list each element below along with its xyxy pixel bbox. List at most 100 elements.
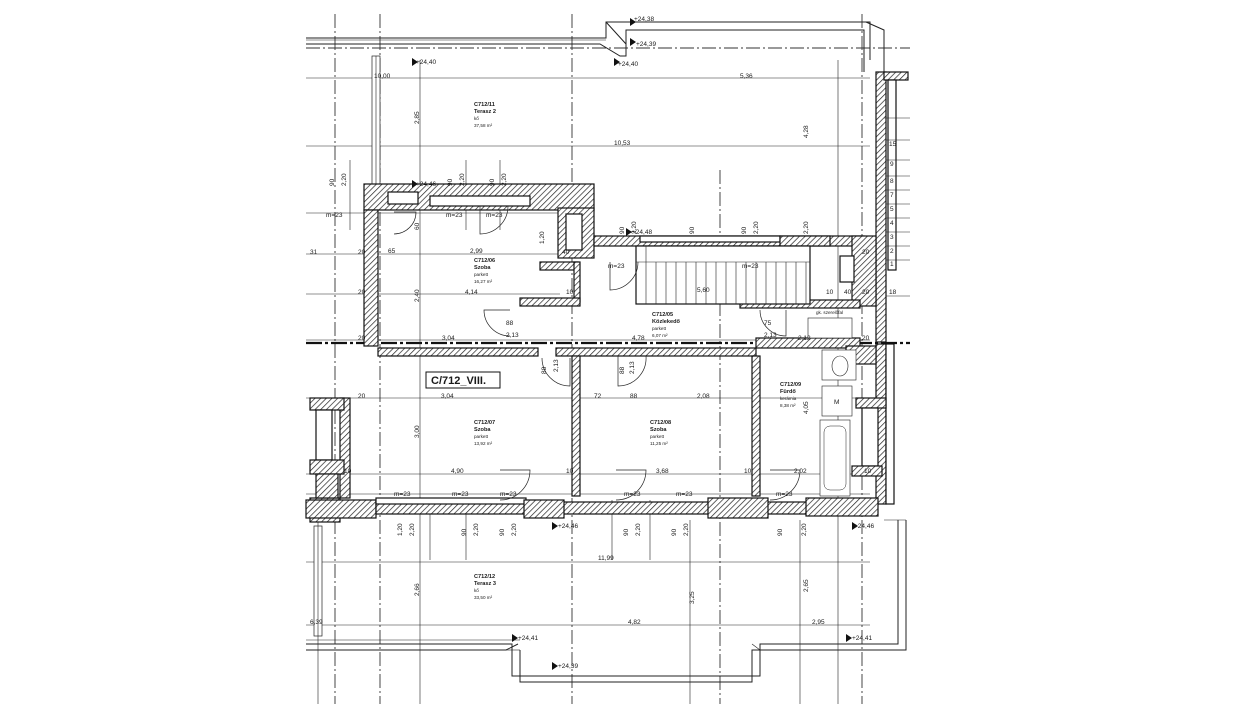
svg-text:2,20: 2,20 xyxy=(459,173,466,186)
svg-text:2,20: 2,20 xyxy=(409,523,416,536)
svg-text:2,20: 2,20 xyxy=(683,523,690,536)
title-box xyxy=(425,371,501,389)
svg-text:m=23: m=23 xyxy=(608,263,625,270)
svg-text:8,38 m²: 8,38 m² xyxy=(780,403,796,408)
svg-text:m=23: m=23 xyxy=(326,212,343,219)
svg-text:Terasz 3: Terasz 3 xyxy=(474,581,496,587)
svg-text:2,20: 2,20 xyxy=(501,173,508,186)
svg-text:20: 20 xyxy=(862,289,870,296)
svg-text:90: 90 xyxy=(489,178,496,186)
svg-text:kő: kő xyxy=(474,116,479,121)
svg-text:m=23: m=23 xyxy=(776,491,793,498)
level-marker-upper-left: +24,46 xyxy=(412,180,436,188)
level-marker-bottom-3: +24,39 xyxy=(552,662,578,670)
svg-text:20: 20 xyxy=(358,249,366,256)
svg-text:3,25: 3,25 xyxy=(689,591,696,604)
svg-text:6,39: 6,39 xyxy=(310,619,323,626)
svg-text:m=23: m=23 xyxy=(446,212,463,219)
svg-text:88: 88 xyxy=(619,366,626,374)
svg-text:m=23: m=23 xyxy=(742,263,759,270)
svg-text:3,04: 3,04 xyxy=(442,335,455,342)
svg-text:2,20: 2,20 xyxy=(801,523,808,536)
staircase xyxy=(635,245,811,305)
svg-text:90: 90 xyxy=(461,528,468,536)
svg-text:2,13: 2,13 xyxy=(764,332,777,339)
svg-text:33,50 m²: 33,50 m² xyxy=(474,595,493,600)
svg-text:Közlekedő: Közlekedő xyxy=(652,319,681,325)
svg-text:2,40: 2,40 xyxy=(414,289,421,302)
room-09: C712/09 Fürdő kerámia 8,38 m² xyxy=(780,382,801,408)
level-marker-top-1: +24,38 xyxy=(630,16,654,26)
svg-text:90: 90 xyxy=(689,226,696,234)
svg-text:72: 72 xyxy=(594,393,602,400)
svg-text:kerámia: kerámia xyxy=(780,396,797,401)
room-08: C712/08 Szoba parkett 11,25 m² xyxy=(650,420,671,446)
svg-text:m=23: m=23 xyxy=(394,491,411,498)
room-06: C712/06 Szoba parkett 16,27 m² xyxy=(474,258,495,284)
svg-text:1,20: 1,20 xyxy=(397,523,404,536)
svg-text:+24,40: +24,40 xyxy=(618,61,638,68)
svg-text:90: 90 xyxy=(741,226,748,234)
svg-text:37,58 m²: 37,58 m² xyxy=(474,123,493,128)
right-facade: 15 9 8 7 5 4 3 2 1 18 xyxy=(875,71,910,505)
svg-text:Szoba: Szoba xyxy=(650,427,667,433)
svg-text:10: 10 xyxy=(826,289,834,296)
stair-number: 2 xyxy=(890,248,894,255)
svg-text:+24,39: +24,39 xyxy=(636,41,656,48)
svg-text:2,13: 2,13 xyxy=(629,361,636,374)
svg-text:m=23: m=23 xyxy=(500,491,517,498)
level-marker-top-2: +24,39 xyxy=(630,38,656,48)
svg-text:1,20: 1,20 xyxy=(539,231,546,244)
svg-text:2,02: 2,02 xyxy=(794,468,807,475)
svg-text:kő: kő xyxy=(474,588,479,593)
stair-number: 8 xyxy=(890,178,894,185)
svg-text:C712/06: C712/06 xyxy=(474,258,495,264)
room-07: C712/07 Szoba parkett 13,92 m² xyxy=(474,420,495,446)
svg-text:11,25 m²: 11,25 m² xyxy=(650,441,668,446)
svg-text:90: 90 xyxy=(499,528,506,536)
svg-text:2,65: 2,65 xyxy=(803,579,810,592)
svg-text:40: 40 xyxy=(844,289,852,296)
svg-text:2,95: 2,95 xyxy=(812,619,825,626)
svg-text:2,85: 2,85 xyxy=(414,111,421,124)
room-terrace3: C712/12 Terasz 3 kő 33,50 m² xyxy=(474,574,496,600)
wall-note: gk. szerelőfal xyxy=(816,310,843,315)
svg-text:90: 90 xyxy=(777,528,784,536)
svg-text:+24,46: +24,46 xyxy=(558,523,578,530)
svg-text:88: 88 xyxy=(506,320,514,327)
drawing-sheet xyxy=(306,14,910,704)
svg-text:10: 10 xyxy=(566,289,574,296)
room-labels: C712/11 Terasz 2 kő 37,58 m² C712/06 Szo… xyxy=(474,102,801,600)
svg-text:10: 10 xyxy=(566,468,574,475)
stair-number: 9 xyxy=(890,161,894,168)
stair-number: 3 xyxy=(890,234,894,241)
svg-text:+24,38: +24,38 xyxy=(634,16,654,23)
room-05: C712/05 Közlekedő parkett 6,07 m² xyxy=(652,312,681,338)
svg-text:3,04: 3,04 xyxy=(441,393,454,400)
svg-text:m=23: m=23 xyxy=(452,491,469,498)
svg-text:16,27 m²: 16,27 m² xyxy=(474,279,493,284)
svg-text:parkett: parkett xyxy=(474,434,489,439)
level-marker-bottom-mid: +24,46 xyxy=(552,522,578,530)
svg-text:2,20: 2,20 xyxy=(635,523,642,536)
svg-text:31: 31 xyxy=(310,249,318,256)
svg-text:4,14: 4,14 xyxy=(465,289,478,296)
level-marker-bottom-right-2: +24,41 xyxy=(846,634,872,642)
svg-text:5,36: 5,36 xyxy=(740,73,753,80)
svg-text:90: 90 xyxy=(447,178,454,186)
svg-text:m=23: m=23 xyxy=(624,491,641,498)
svg-text:2,13: 2,13 xyxy=(506,332,519,339)
svg-text:+24,46: +24,46 xyxy=(416,181,436,188)
level-marker-stair: +24,48 xyxy=(626,228,652,236)
svg-text:11,99: 11,99 xyxy=(598,555,614,562)
plan-title: C/712_VIII. xyxy=(431,375,486,387)
svg-text:4,78: 4,78 xyxy=(632,335,645,342)
level-marker-top-3: +24,40 xyxy=(412,58,436,66)
terrace2-outline xyxy=(306,21,885,187)
svg-text:parkett: parkett xyxy=(652,326,667,331)
walls: M gk. szerelőfal xyxy=(305,183,887,523)
svg-text:3,00: 3,00 xyxy=(414,425,421,438)
svg-text:90: 90 xyxy=(329,178,336,186)
svg-text:Szoba: Szoba xyxy=(474,265,491,271)
